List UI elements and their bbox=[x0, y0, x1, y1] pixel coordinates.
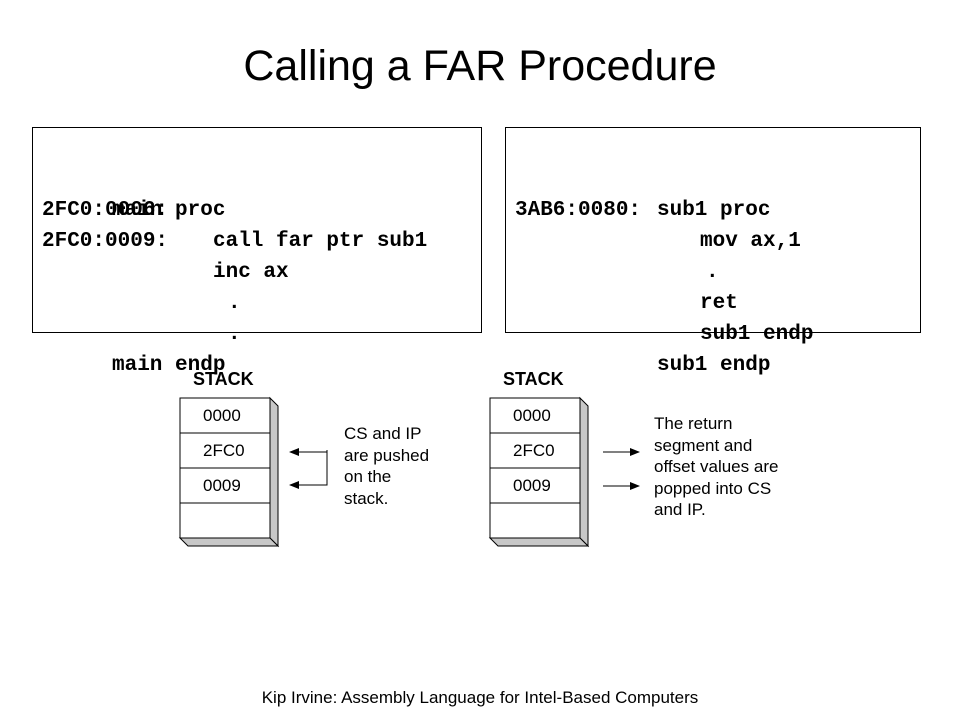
code-line: main endp bbox=[33, 288, 225, 377]
caption-line: offset values are bbox=[654, 457, 779, 476]
code-text: ret bbox=[700, 292, 738, 315]
code-line: sub1 endp bbox=[506, 257, 813, 346]
caption-line: on the bbox=[344, 467, 392, 486]
left-stack-caption: CS and IP are pushed on the stack. bbox=[344, 423, 429, 509]
pop-arrows bbox=[603, 448, 640, 490]
code-line: . bbox=[33, 226, 241, 315]
right-stack-box bbox=[488, 396, 590, 548]
code-line: . bbox=[506, 195, 719, 284]
caption-line: segment and bbox=[654, 435, 753, 455]
left-stack-label: STACK bbox=[193, 369, 254, 389]
code-address: 2FC0:0009: bbox=[42, 230, 169, 253]
code-text: . bbox=[706, 261, 719, 284]
code-text: sub1 proc bbox=[657, 199, 771, 222]
code-line: ret bbox=[506, 226, 738, 315]
code-line: main proc bbox=[33, 133, 225, 222]
code-line: 2FC0:0009: inc ax bbox=[33, 195, 289, 284]
left-stack-cell: 0000 bbox=[203, 406, 241, 425]
code-line: sub1 proc bbox=[506, 133, 770, 222]
right-stack-cell: 0009 bbox=[513, 476, 551, 495]
left-stack-cell: 0009 bbox=[203, 476, 241, 495]
code-text: . bbox=[228, 292, 241, 315]
code-line: sub1 endp bbox=[506, 288, 770, 377]
right-stack-caption: The return segment and offset values are… bbox=[654, 413, 778, 521]
right-stack-cell: 2FC0 bbox=[513, 441, 555, 460]
code-text: sub1 endp bbox=[700, 323, 814, 346]
slide-title: Calling a FAR Procedure bbox=[243, 42, 717, 90]
footer-credit: Kip Irvine: Assembly Language for Intel-… bbox=[261, 688, 699, 707]
caption-line: stack. bbox=[344, 488, 389, 508]
caption-line: are pushed bbox=[344, 445, 430, 465]
left-stack-cell: 2FC0 bbox=[203, 441, 245, 460]
code-text: mov ax,1 bbox=[700, 230, 801, 253]
right-stack-label: STACK bbox=[503, 369, 564, 389]
caption-line: and IP. bbox=[654, 500, 706, 519]
push-arrows bbox=[289, 448, 328, 489]
left-stack-box bbox=[178, 396, 280, 548]
sub-proc-code-box: sub1 proc 3AB6:0080: mov ax,1 . ret sub1… bbox=[505, 127, 921, 377]
code-text: call far ptr sub1 bbox=[213, 230, 428, 253]
code-text: . bbox=[228, 323, 241, 346]
code-text: main proc bbox=[112, 199, 226, 222]
right-stack-cell: 0000 bbox=[513, 406, 551, 425]
code-line: . bbox=[33, 257, 241, 346]
caption-line: CS and IP bbox=[344, 424, 422, 443]
code-line: 2FC0:0006: call far ptr sub1 bbox=[33, 164, 427, 253]
main-proc-code-box: main proc 2FC0:0006: call far ptr sub1 2… bbox=[32, 127, 482, 377]
caption-line: popped into CS bbox=[654, 478, 772, 498]
code-text: sub1 endp bbox=[657, 354, 771, 377]
code-address: 3AB6:0080: bbox=[515, 199, 642, 222]
caption-line: The return bbox=[654, 414, 733, 433]
code-text: inc ax bbox=[213, 261, 289, 284]
code-text: main endp bbox=[112, 354, 226, 377]
code-line: 3AB6:0080: mov ax,1 bbox=[506, 164, 801, 253]
code-address: 2FC0:0006: bbox=[42, 199, 169, 222]
